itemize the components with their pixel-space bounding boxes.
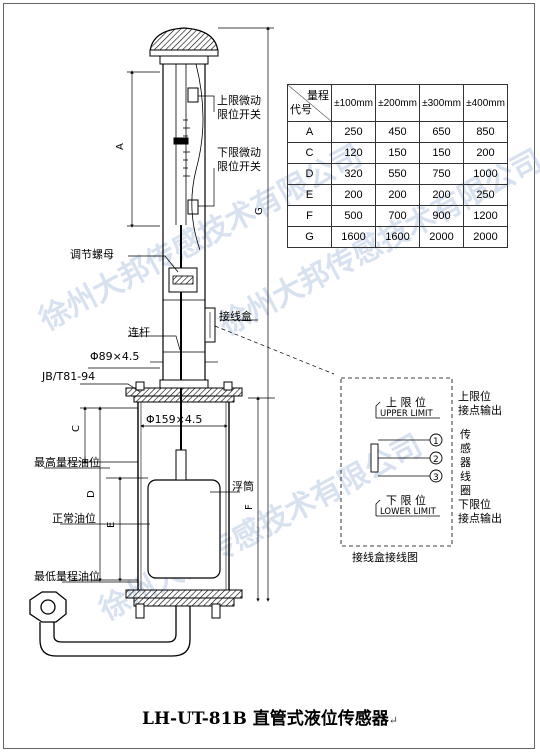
max-oil-label: 最高量程油位 <box>34 455 100 469</box>
dimension-lines <box>70 26 275 602</box>
table-cell: 1600 <box>375 226 420 248</box>
table-row: D 320 550 750 1000 <box>287 163 508 185</box>
dimension-labels: A G F C D E <box>71 143 265 528</box>
table-cell: 500 <box>331 205 376 227</box>
top-cap <box>149 27 219 65</box>
table-cell: 1000 <box>463 163 508 185</box>
table-cell: 550 <box>375 163 420 185</box>
mounting-flange <box>125 379 243 403</box>
terminal-2: 2 <box>433 455 439 465</box>
row-code: A <box>287 121 332 143</box>
upper-output-1: 上限位 <box>458 389 491 403</box>
wiring-diagram <box>340 377 453 547</box>
header-code: 代号 <box>290 104 312 116</box>
lower-output-2: 接点输出 <box>458 511 502 525</box>
header-range: 量程 <box>307 90 329 102</box>
table-row: A 250 450 650 850 <box>287 121 508 143</box>
column-header: ±300mm <box>419 84 464 122</box>
terminal-1: 1 <box>433 437 439 447</box>
table-cell: 750 <box>419 163 464 185</box>
table-cell: 900 <box>419 205 464 227</box>
table-cell: 150 <box>419 142 464 164</box>
row-code: E <box>287 184 332 206</box>
dim-f-label: F <box>244 504 255 510</box>
row-code: C <box>287 142 332 164</box>
float-chamber <box>125 381 243 619</box>
dim-e-label: E <box>106 522 117 528</box>
lower-output-1: 下限位 <box>458 497 491 511</box>
table-cell: 1600 <box>331 226 376 248</box>
table-cell: 650 <box>419 121 464 143</box>
table-cell: 120 <box>331 142 376 164</box>
flange-standard-label: JB/T81-94 <box>41 370 95 383</box>
coil-char-3: 器 <box>460 456 471 469</box>
table-row: C 120 150 150 200 <box>287 142 508 164</box>
document-title-text: LH-UT-81B 直管式液位传感器 <box>142 709 389 729</box>
junction-box-label: 接线盒 <box>219 309 252 323</box>
adjust-nut-label: 调节螺母 <box>70 248 114 261</box>
table-cell: 700 <box>375 205 420 227</box>
upper-output-2: 接点输出 <box>458 403 502 417</box>
table-cell: 1200 <box>463 205 508 227</box>
leader-lines <box>44 95 335 583</box>
spec-table-corner: 量程 代号 <box>287 84 332 122</box>
drain-pipe <box>29 591 191 657</box>
coil-char-5: 圈 <box>460 484 471 497</box>
table-cell: 200 <box>419 184 464 206</box>
wiring-caption: 接线盒接线图 <box>352 550 418 564</box>
table-cell: 2000 <box>463 226 508 248</box>
row-code: F <box>287 205 332 227</box>
return-mark: ↵ <box>388 714 398 727</box>
upper-switch-label-2: 限位开关 <box>217 107 261 121</box>
column-header: ±100mm <box>331 84 376 122</box>
lower-limit-en: LOWER LIMIT <box>380 507 437 517</box>
coil-char-1: 传 <box>460 428 471 441</box>
wiring-labels: 上 限 位 UPPER LIMIT 下 限 位 LOWER LIMIT 1 2 … <box>352 389 502 564</box>
spec-table: 量程 代号 ±100mm ±200mm ±300mm ±400mm A 250 … <box>287 84 508 248</box>
lower-switch-label-2: 限位开关 <box>217 159 261 173</box>
pipe-diameter-label: Φ89×4.5 <box>90 350 139 363</box>
table-row: F 500 700 900 1200 <box>287 205 508 227</box>
table-cell: 200 <box>463 142 508 164</box>
table-cell: 200 <box>331 184 376 206</box>
dim-d-label: D <box>86 490 97 498</box>
dim-g-label: G <box>254 207 265 215</box>
callout-labels: 上限微动 限位开关 下限微动 限位开关 调节螺母 接线盒 连杆 Φ89×4.5 … <box>34 93 261 583</box>
lower-limit-cn: 下 限 位 <box>386 493 426 507</box>
terminal-3: 3 <box>433 473 439 483</box>
table-cell: 450 <box>375 121 420 143</box>
table-cell: 850 <box>463 121 508 143</box>
document-title: LH-UT-81B 直管式液位传感器↵ <box>0 704 540 729</box>
coil-char-2: 感 <box>460 442 471 455</box>
upper-limit-en: UPPER LIMIT <box>380 409 434 419</box>
upper-switch-label-1: 上限微动 <box>217 93 261 107</box>
row-code: D <box>287 163 332 185</box>
normal-oil-label: 正常油位 <box>52 511 96 525</box>
float-label: 浮筒 <box>232 479 254 493</box>
row-code: G <box>287 226 332 248</box>
table-cell: 250 <box>463 184 508 206</box>
page-frame <box>3 3 535 749</box>
column-header: ±200mm <box>375 84 420 122</box>
min-oil-label: 最低量程油位 <box>34 569 100 583</box>
upper-pipe <box>162 63 216 480</box>
column-header: ±400mm <box>463 84 508 122</box>
body-diameter-label: Φ159×4.5 <box>146 413 202 426</box>
table-cell: 320 <box>331 163 376 185</box>
table-cell: 250 <box>331 121 376 143</box>
table-cell: 2000 <box>419 226 464 248</box>
table-row: E 200 200 200 250 <box>287 184 508 206</box>
rod-label: 连杆 <box>128 325 150 339</box>
upper-limit-cn: 上 限 位 <box>386 395 426 409</box>
table-cell: 150 <box>375 142 420 164</box>
coil-char-4: 线 <box>460 469 471 483</box>
dim-c-label: C <box>71 425 82 432</box>
lower-switch-label-1: 下限微动 <box>217 145 261 159</box>
table-cell: 200 <box>375 184 420 206</box>
table-row: G 1600 1600 2000 2000 <box>287 226 508 248</box>
dim-a-label: A <box>115 143 126 150</box>
